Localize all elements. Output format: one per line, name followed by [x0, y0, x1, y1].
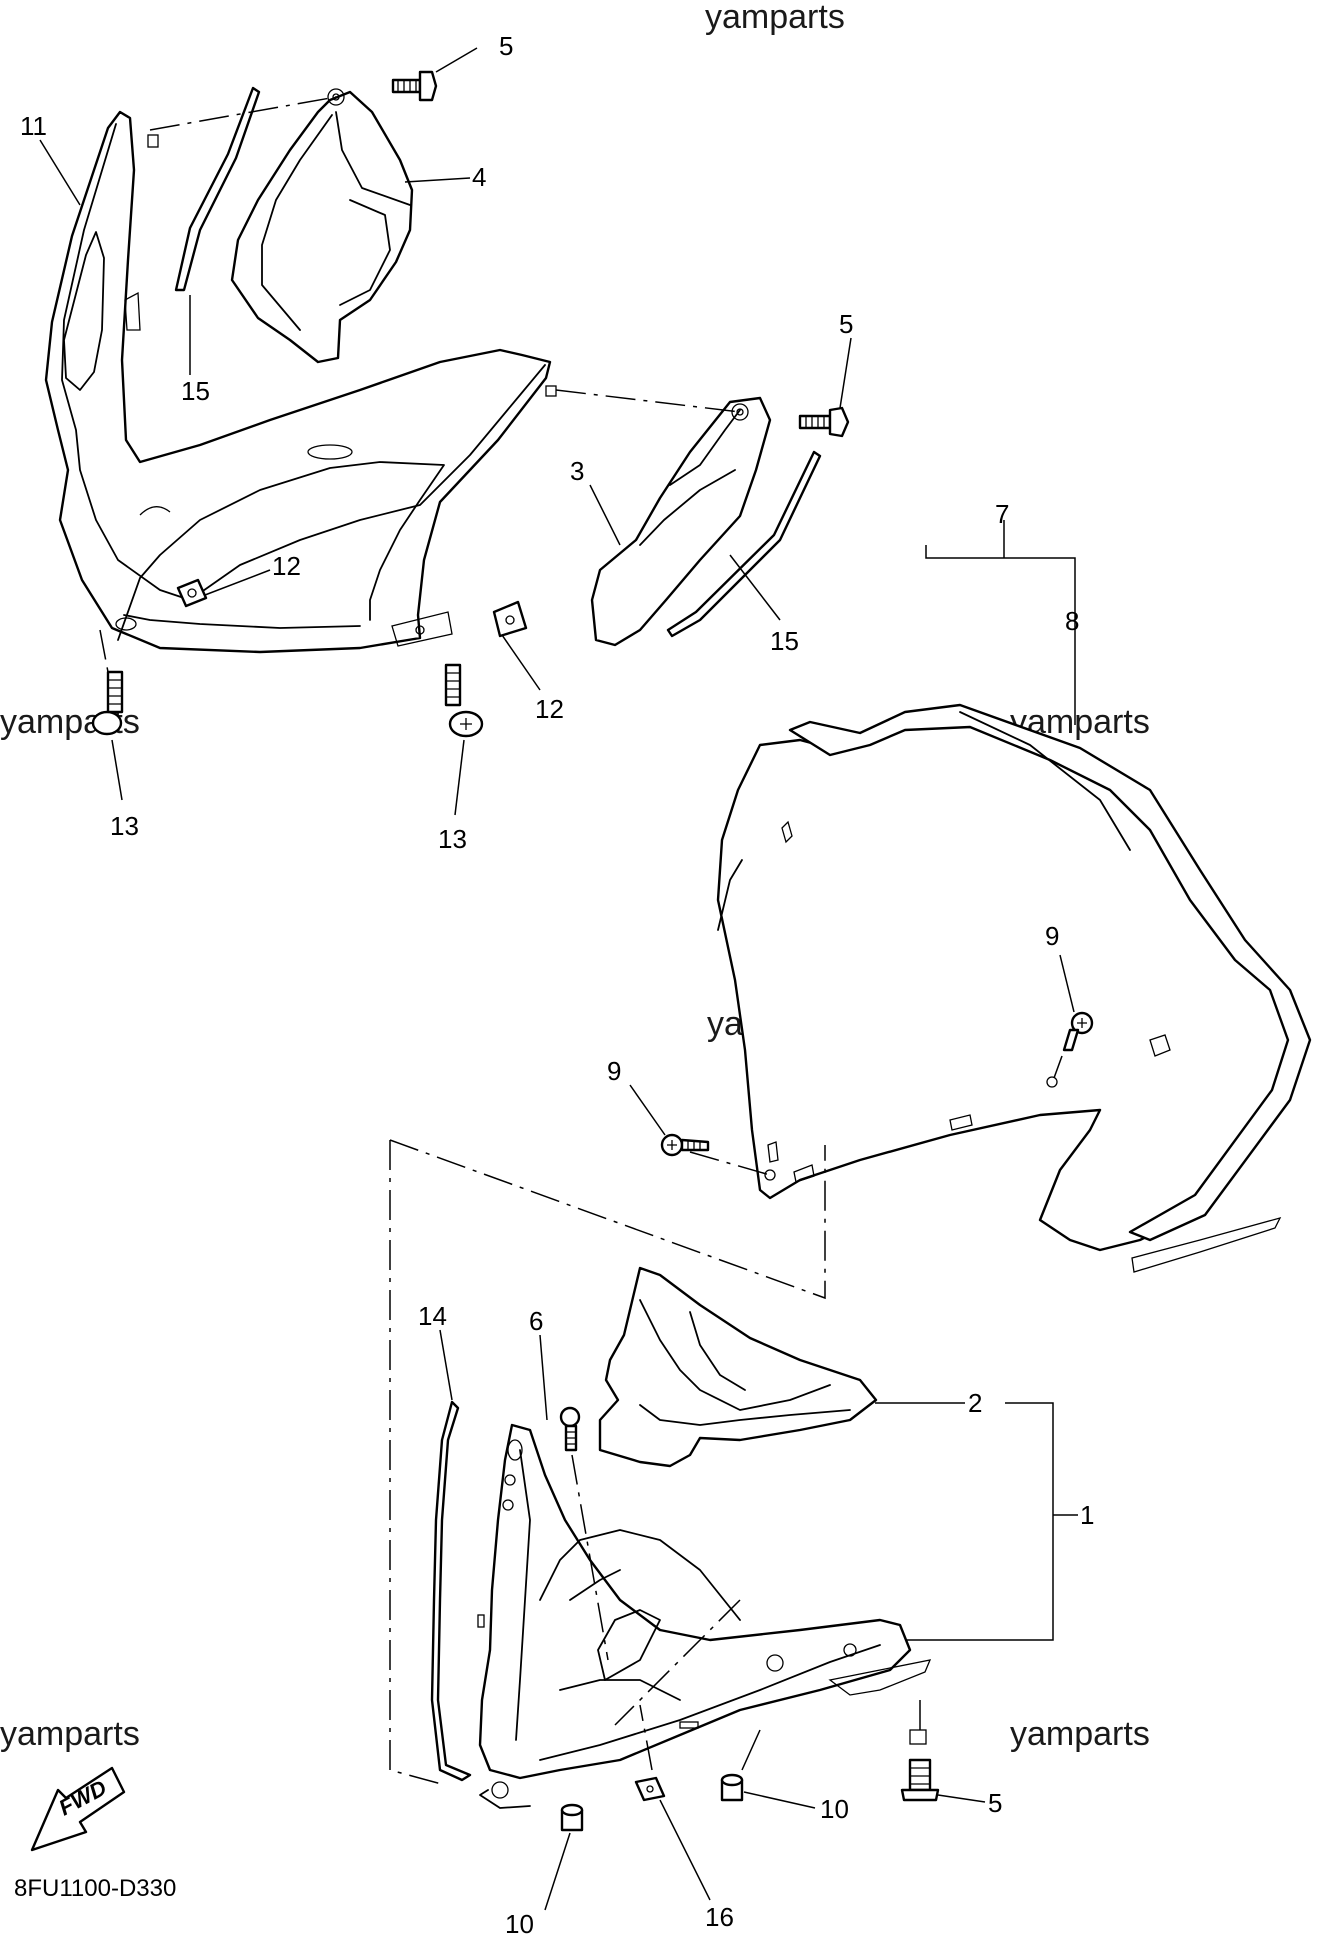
- bolt-5-bottom: [908, 1758, 932, 1792]
- inner-panel-right: [590, 396, 772, 647]
- clip-16: [634, 1776, 666, 1802]
- upper-cowling: [44, 110, 557, 654]
- diagram-code: 8FU1100-D330: [14, 1875, 176, 1902]
- callout-5-right: 5: [839, 309, 853, 339]
- callout-5-top: 5: [499, 31, 513, 61]
- clip-12-right: [492, 600, 528, 638]
- callout-9-right: 9: [1045, 921, 1059, 951]
- callout-10-right: 10: [820, 1794, 849, 1824]
- seal-strip-side: [430, 1400, 472, 1782]
- callout-13-left: 13: [110, 811, 139, 841]
- seal-strip-right: [666, 450, 822, 638]
- callout-4: 4: [472, 162, 486, 192]
- callout-8: 8: [1065, 606, 1079, 636]
- callout-11: 11: [20, 111, 47, 141]
- bolt-13-left: [106, 670, 124, 714]
- callout-2: 2: [968, 1388, 982, 1418]
- watermark-bottom-left: yamparts: [0, 1715, 140, 1753]
- callout-12-right: 12: [535, 694, 564, 724]
- callout-15-right: 15: [770, 626, 799, 656]
- watermark-bottom-right: yamparts: [1010, 1715, 1150, 1753]
- screw-6: [559, 1406, 581, 1428]
- windshield: [716, 703, 1312, 1273]
- side-cowling: [477, 1423, 932, 1809]
- callout-7: 7: [995, 499, 1009, 529]
- callout-1: 1: [1080, 1500, 1094, 1530]
- callout-16: 16: [705, 1902, 734, 1932]
- callout-15-upper: 15: [181, 376, 210, 406]
- callout-12-left: 12: [272, 551, 301, 581]
- callout-labels: 5 11 4 15 5 3 15 12 12 13 13 7 8 9 9 14 …: [20, 31, 1094, 1936]
- callout-9-left: 9: [607, 1056, 621, 1086]
- watermark-top: yamparts: [705, 0, 845, 36]
- callout-3: 3: [570, 456, 584, 486]
- callout-14: 14: [418, 1301, 447, 1331]
- fwd-arrow-icon: FWD: [30, 1766, 126, 1852]
- callout-10-left: 10: [505, 1909, 534, 1936]
- meter-panel: [598, 1266, 878, 1468]
- seal-strip-upper: [174, 86, 261, 292]
- callout-5-bottom: 5: [988, 1788, 1002, 1818]
- clip-12-left: [176, 578, 208, 608]
- assembly-lines: [99, 96, 1063, 1786]
- bolt-13-right: [444, 663, 462, 707]
- callout-6: 6: [529, 1306, 543, 1336]
- fasteners: [91, 70, 1094, 1832]
- inner-panel-left: [230, 88, 414, 364]
- leader-lines: [39, 47, 1078, 1911]
- callout-13-right: 13: [438, 824, 467, 854]
- bolt-5-right: [798, 414, 832, 430]
